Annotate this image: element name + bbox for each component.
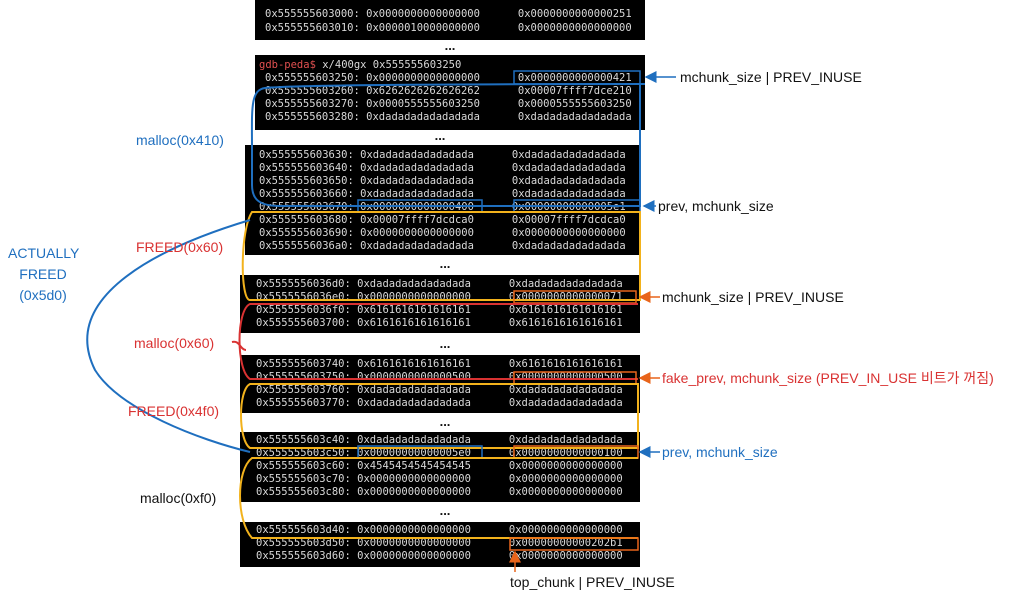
memory-row: 0x555555603680: 0x00007ffff7dcdca0 0x000… (259, 214, 626, 226)
malloc-60-bracket (238, 303, 638, 380)
memory-row: 0x5555556036f0: 0x6161616161616161 0x616… (256, 304, 623, 316)
highlight-71 (513, 290, 637, 304)
label-malloc-f0: malloc(0xf0) (140, 490, 217, 506)
memory-row: 0x555555603c50: 0x00000000000005e0 0x000… (256, 447, 623, 459)
freed-4f0-bracket (240, 383, 639, 449)
memory-row: 0x555555603630: 0xdadadadadadadada 0xdad… (259, 149, 626, 161)
memory-row: 0x555555603760: 0xdadadadadadadada 0xdad… (256, 384, 623, 396)
memory-row: 0x555555603d40: 0x0000000000000000 0x000… (256, 524, 623, 536)
label-actually-freed-2: FREED (19, 266, 67, 282)
memory-row: 0x555555603250: 0x0000000000000000 0x000… (265, 72, 632, 84)
malloc-f0-bracket (239, 457, 638, 539)
memory-row: 0x555555603270: 0x0000555555603250 0x000… (265, 98, 632, 110)
highlight-421 (513, 70, 641, 85)
freed-60-bracket (241, 211, 641, 301)
label-actually-freed-3: (0x5d0) (19, 287, 67, 303)
terminal-panel-5: 0x555555603c40: 0xdadadadadadadada 0xdad… (240, 432, 640, 502)
label-malloc-410: malloc(0x410) (136, 132, 224, 148)
ellipsis: ... (439, 414, 451, 429)
ellipsis: ... (439, 336, 451, 351)
memory-row: 0x555555603690: 0x0000000000000000 0x000… (259, 227, 626, 239)
label-top-chunk: top_chunk | PREV_INUSE (510, 574, 675, 590)
memory-row: 0x555555603000: 0x0000000000000000 0x000… (265, 8, 632, 20)
label-malloc-60: malloc(0x60) (134, 335, 215, 351)
label-freed-60: FREED(0x60) (136, 239, 224, 255)
memory-row: 0x555555603010: 0x0000010000000000 0x000… (265, 22, 632, 34)
terminal-panel-6: 0x555555603d40: 0x0000000000000000 0x000… (240, 522, 640, 567)
gdb-command-line: gdb-peda$ x/400gx 0x555555603250 (259, 59, 461, 72)
malloc-60-hook (231, 340, 247, 351)
memory-row: 0x555555603c60: 0x4545454545454545 0x000… (256, 460, 623, 472)
gdb-command: x/400gx 0x555555603250 (322, 59, 462, 71)
ellipsis: ... (444, 38, 456, 53)
memory-row: 0x555555603d50: 0x0000000000000000 0x000… (256, 537, 623, 549)
memory-row: 0x555555603660: 0xdadadadadadadada 0xdad… (259, 188, 626, 200)
label-freed-4f0: FREED(0x4f0) (128, 403, 220, 419)
memory-row: 0x5555556036a0: 0xdadadadadadadada 0xdad… (259, 240, 626, 252)
ellipsis: ... (434, 128, 446, 143)
highlight-202b1 (509, 537, 639, 551)
label-actually-freed-1: ACTUALLY (8, 245, 80, 261)
memory-row: 0x555555603650: 0xdadadadadadadada 0xdad… (259, 175, 626, 187)
label-prev-mchunk-size-1: prev, mchunk_size (658, 198, 774, 214)
terminal-panel-1: gdb-peda$ x/400gx 0x555555603250 0x55555… (255, 55, 645, 130)
memory-row: 0x555555603700: 0x6161616161616161 0x616… (256, 317, 623, 329)
memory-row: 0x555555603d60: 0x0000000000000000 0x000… (256, 550, 623, 562)
label-mchunk-size-2: mchunk_size | PREV_INUSE (662, 289, 844, 305)
memory-row: 0x555555603c80: 0x0000000000000000 0x000… (256, 486, 623, 498)
memory-row: 0x5555556036d0: 0xdadadadadadadada 0xdad… (256, 278, 623, 290)
ellipsis: ... (439, 503, 451, 518)
memory-row: 0x555555603280: 0xdadadadadadadada 0xdad… (265, 111, 632, 123)
actually-freed-curve (86, 219, 251, 453)
memory-row: 0x555555603c70: 0x0000000000000000 0x000… (256, 473, 623, 485)
memory-row: 0x555555603640: 0xdadadadadadadada 0xdad… (259, 162, 626, 174)
memory-row: 0x555555603260: 0x6262626262626262 0x000… (265, 85, 632, 97)
memory-row: 0x555555603740: 0x6161616161616161 0x616… (256, 358, 623, 370)
malloc-410-bracket (250, 83, 646, 207)
terminal-panel-top: 0x555555603000: 0x0000000000000000 0x000… (255, 0, 645, 40)
memory-row: 0x555555603c40: 0xdadadadadadadada 0xdad… (256, 434, 623, 446)
memory-row: 0x555555603770: 0xdadadadadadadada 0xdad… (256, 397, 623, 409)
label-prev-mchunk-size-2: prev, mchunk_size (662, 444, 778, 460)
label-mchunk-size-1: mchunk_size | PREV_INUSE (680, 69, 862, 85)
ellipsis: ... (439, 256, 451, 271)
label-fake-prev: fake_prev, mchunk_size (PREV_IN_USE 비트가 … (662, 370, 994, 386)
gdb-prompt: gdb-peda$ (259, 59, 316, 71)
